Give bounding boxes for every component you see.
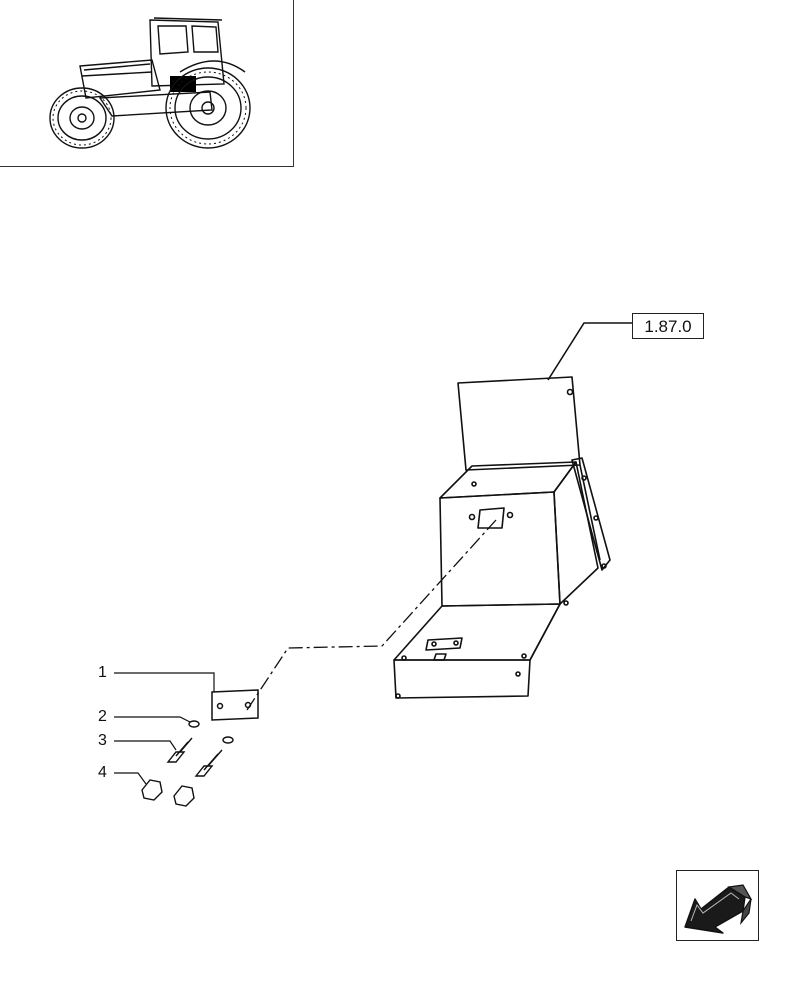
upright-panel [457,376,581,471]
arrow-back-icon [684,884,753,934]
callout-number-3: 3 [98,732,107,749]
callout-leader-2 [114,716,191,723]
reference-leader-line [547,322,632,381]
callout-leader-1 [114,672,215,692]
callout-number-4: 4 [98,764,107,781]
callout-leader-3 [114,740,177,751]
callout-number-1: 1 [98,664,107,681]
screw-parts [166,737,223,777]
tractor-icon [49,17,251,149]
washer-parts [188,720,234,744]
nut-parts [141,779,195,807]
tractor-thumbnail-frame [0,0,294,167]
alignment-line [246,519,497,711]
back-navigation-button[interactable] [676,870,759,941]
location-highlight [170,76,196,92]
assembly-reference-link[interactable]: 1.87.0 [632,313,704,339]
plate-part [211,689,259,721]
callout-leader-4 [114,772,147,785]
callout-number-2: 2 [98,708,107,725]
